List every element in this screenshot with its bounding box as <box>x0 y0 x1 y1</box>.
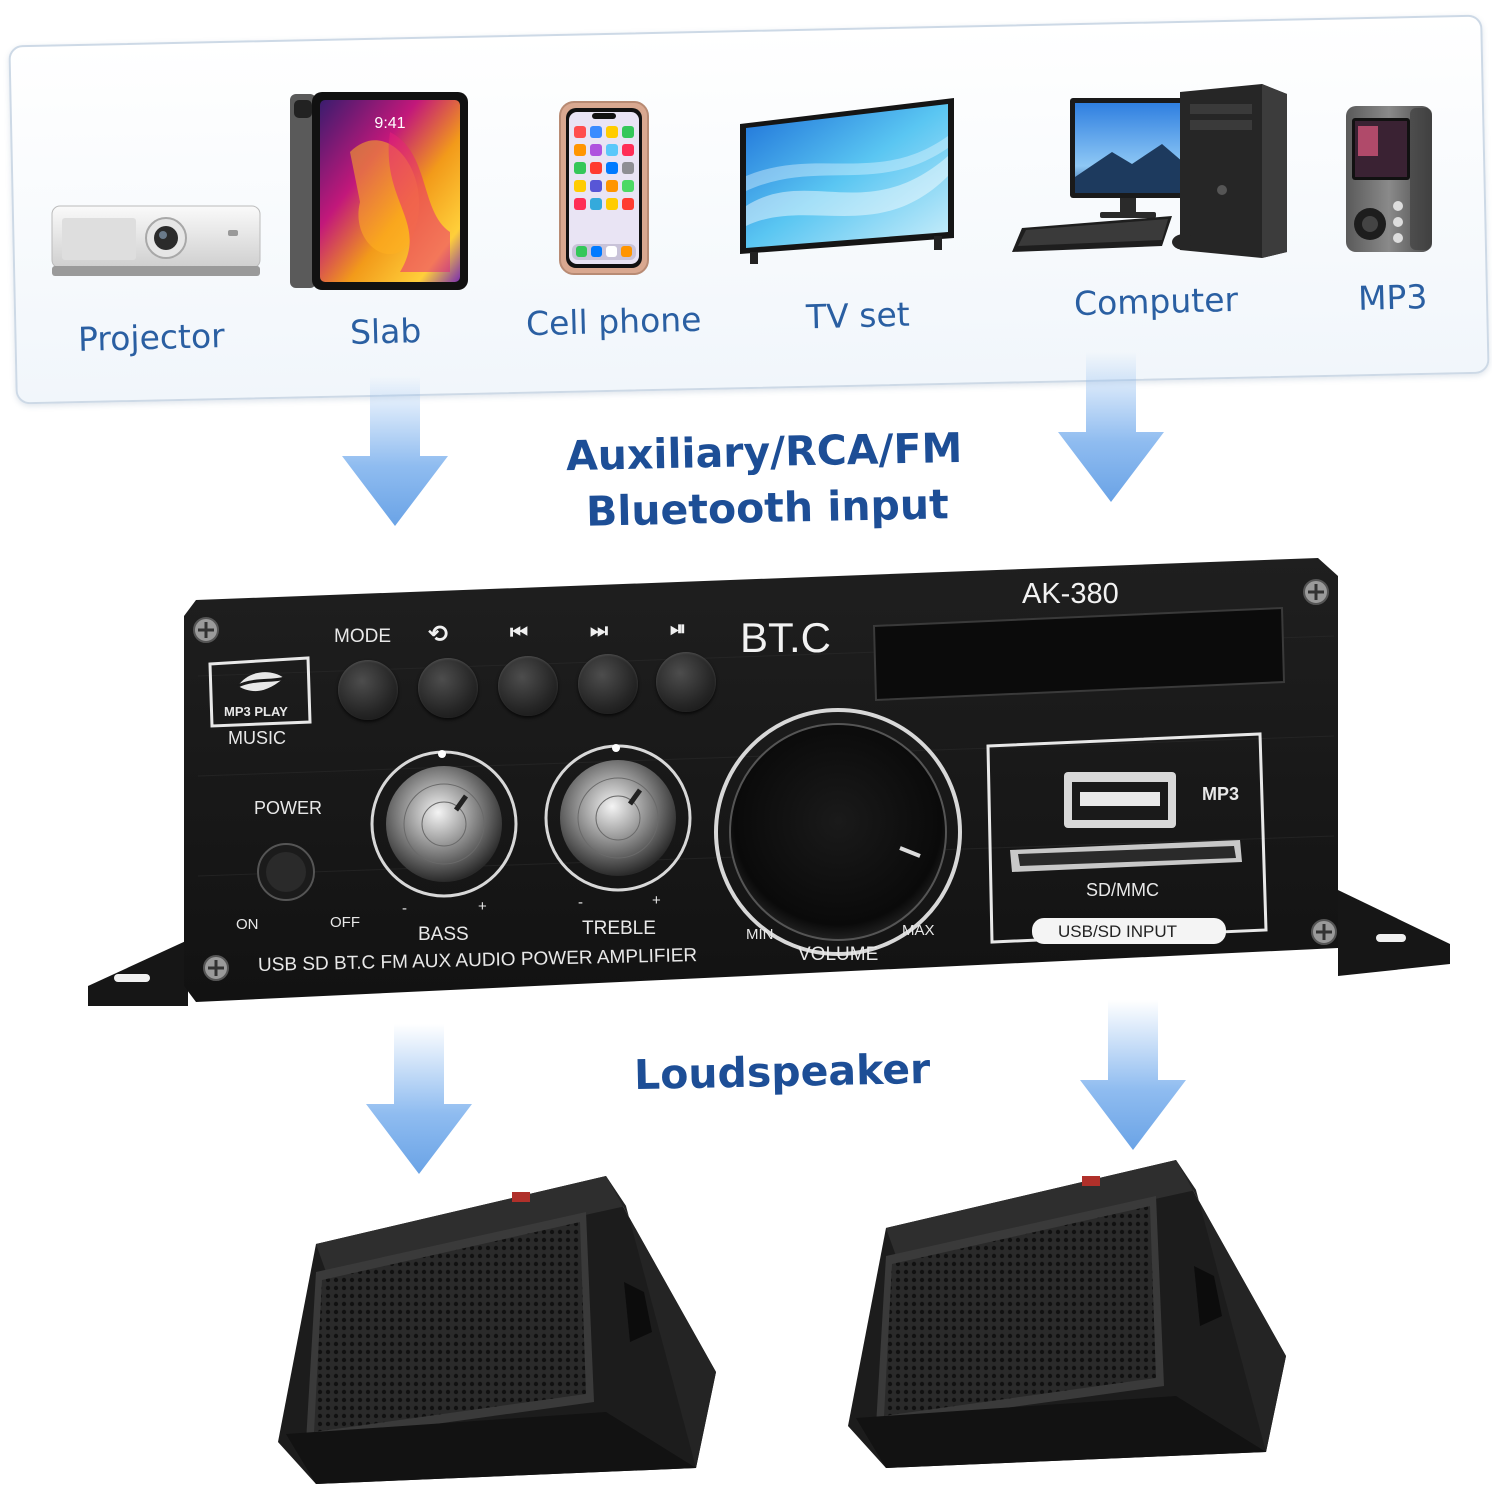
bass-minus-label: - <box>402 900 407 917</box>
usb-port[interactable] <box>1064 772 1176 828</box>
bass-plus-label: + <box>478 898 487 915</box>
model-number: AK-380 <box>1022 578 1119 610</box>
logo-badge: MP3 PLAY <box>224 704 288 719</box>
power-on-label: ON <box>236 916 259 933</box>
loudspeaker-left <box>278 1176 716 1484</box>
amplifier-panel <box>88 558 1450 1006</box>
treble-minus-label: - <box>578 894 583 911</box>
device-label-computer: Computer <box>1073 279 1239 324</box>
down-arrow-icon <box>366 1024 472 1174</box>
power-label: POWER <box>254 798 323 818</box>
sd-card-slot[interactable] <box>1010 840 1242 872</box>
next-track-icon: ⏭ <box>590 618 608 642</box>
phone-image <box>559 101 649 275</box>
bass-knob[interactable] <box>386 766 502 882</box>
down-arrow-icon <box>1080 1000 1186 1150</box>
volume-label: VOLUME <box>798 944 879 965</box>
device-label-projector: Projector <box>77 316 226 359</box>
mode-button[interactable] <box>338 660 398 720</box>
device-label-cell-phone: Cell phone <box>525 299 702 344</box>
next-track-button[interactable] <box>578 654 638 714</box>
mode-label: MODE <box>334 626 391 647</box>
down-arrow-icon <box>342 376 448 526</box>
input-heading-line2: Bluetooth input <box>585 480 950 536</box>
power-button[interactable] <box>258 844 314 900</box>
tablet-image: 9:41 <box>290 92 468 290</box>
bass-label: BASS <box>418 924 469 945</box>
tablet-clock: 9:41 <box>374 115 405 132</box>
previous-track-icon: ⏮ <box>510 620 528 644</box>
treble-knob[interactable] <box>560 760 676 876</box>
volume-max-label: MAX <box>902 922 935 939</box>
brand-logo: BT.C <box>740 614 832 661</box>
projector-image <box>51 205 261 276</box>
repeat-button[interactable] <box>418 658 478 718</box>
mp3-player-image <box>1346 106 1432 252</box>
power-off-label: OFF <box>330 914 360 931</box>
volume-min-label: MIN <box>746 926 774 943</box>
loudspeaker-right <box>848 1160 1286 1468</box>
output-heading: Loudspeaker <box>633 1044 931 1100</box>
volume-knob[interactable] <box>730 724 946 940</box>
device-label-slab: Slab <box>349 311 422 352</box>
usb-label: MP3 <box>1202 784 1240 804</box>
repeat-icon: ⟲ <box>428 620 449 648</box>
computer-image <box>1012 84 1287 258</box>
treble-plus-label: + <box>652 892 661 909</box>
previous-track-button[interactable] <box>498 656 558 716</box>
device-label-mp3: MP3 <box>1357 277 1428 318</box>
treble-label: TREBLE <box>582 918 656 939</box>
input-heading-line1: Auxiliary/RCA/FM <box>565 423 963 481</box>
logo-subtitle: MUSIC <box>228 728 286 748</box>
sd-label: SD/MMC <box>1086 880 1159 900</box>
usb-sd-input-label: USB/SD INPUT <box>1058 922 1178 941</box>
down-arrow-icon <box>1058 352 1164 502</box>
device-label-tv-set: TV set <box>805 294 911 337</box>
tv-image <box>740 98 954 264</box>
play-pause-button[interactable] <box>656 652 716 712</box>
play-pause-icon: ⏯ <box>670 616 686 640</box>
